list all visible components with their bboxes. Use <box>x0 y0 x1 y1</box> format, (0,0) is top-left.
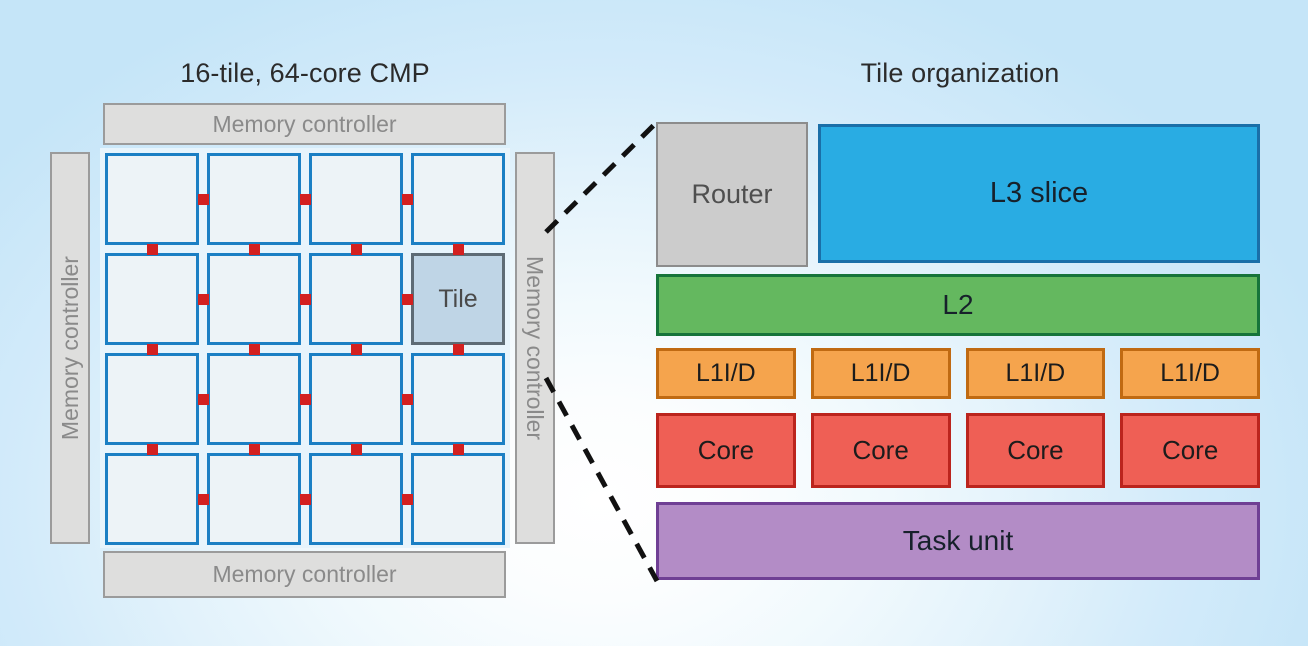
tile[interactable] <box>105 253 199 345</box>
tile[interactable] <box>309 153 403 245</box>
link-dot <box>299 493 311 505</box>
memory-controller-top: Memory controller <box>103 103 506 145</box>
block-core-3[interactable]: Core <box>965 413 1106 488</box>
link-dot <box>197 393 209 405</box>
link-dot <box>146 343 158 355</box>
block-core-2[interactable]: Core <box>810 413 951 488</box>
connector-line-bottom <box>543 376 660 583</box>
block-task-unit[interactable]: Task unit <box>656 502 1260 580</box>
block-core-4[interactable]: Core <box>1120 413 1260 488</box>
block-core-1[interactable]: Core <box>656 413 796 488</box>
tile[interactable] <box>207 453 301 545</box>
link-dot <box>248 443 260 455</box>
memory-controller-left: Memory controller <box>50 152 90 544</box>
link-dot <box>452 443 464 455</box>
link-dot <box>299 293 311 305</box>
tile[interactable] <box>105 353 199 445</box>
link-dot <box>146 243 158 255</box>
link-dot <box>248 243 260 255</box>
tile[interactable] <box>105 453 199 545</box>
connector-line-top <box>544 120 659 234</box>
tile-highlighted[interactable]: Tile <box>411 253 505 345</box>
left-panel-title: 16-tile, 64-core CMP <box>180 58 430 88</box>
tile[interactable] <box>309 353 403 445</box>
tile[interactable] <box>207 353 301 445</box>
link-dot <box>401 193 413 205</box>
tile[interactable] <box>411 353 505 445</box>
block-l2[interactable]: L2 <box>656 274 1260 336</box>
link-dot <box>350 243 362 255</box>
tile-label: Tile <box>438 284 478 313</box>
block-l1id-1[interactable]: L1I/D <box>656 348 796 399</box>
link-dot <box>401 393 413 405</box>
block-router[interactable]: Router <box>656 122 808 267</box>
link-dot <box>146 443 158 455</box>
link-dot <box>299 393 311 405</box>
tile[interactable] <box>207 253 301 345</box>
tile[interactable] <box>309 453 403 545</box>
link-dot <box>197 293 209 305</box>
memory-controller-left-label: Memory controller <box>56 255 83 441</box>
right-panel-title: Tile organization <box>860 58 1060 88</box>
tile[interactable] <box>309 253 403 345</box>
link-dot <box>299 193 311 205</box>
block-l1id-4[interactable]: L1I/D <box>1120 348 1260 399</box>
memory-controller-bottom: Memory controller <box>103 551 506 598</box>
link-dot <box>452 243 464 255</box>
link-dot <box>350 443 362 455</box>
tile[interactable] <box>411 153 505 245</box>
link-dot <box>401 493 413 505</box>
link-dot <box>197 193 209 205</box>
tile[interactable] <box>105 153 199 245</box>
link-dot <box>452 343 464 355</box>
tile[interactable] <box>411 453 505 545</box>
block-l1id-3[interactable]: L1I/D <box>965 348 1106 399</box>
link-dot <box>401 293 413 305</box>
block-l3-slice[interactable]: L3 slice <box>818 124 1260 263</box>
link-dot <box>350 343 362 355</box>
memory-controller-right: Memory controller <box>515 152 555 544</box>
block-l1id-2[interactable]: L1I/D <box>810 348 951 399</box>
tile[interactable] <box>207 153 301 245</box>
link-dot <box>197 493 209 505</box>
tile-grid: Tile <box>100 148 510 548</box>
memory-controller-right-label: Memory controller <box>522 255 549 441</box>
link-dot <box>248 343 260 355</box>
